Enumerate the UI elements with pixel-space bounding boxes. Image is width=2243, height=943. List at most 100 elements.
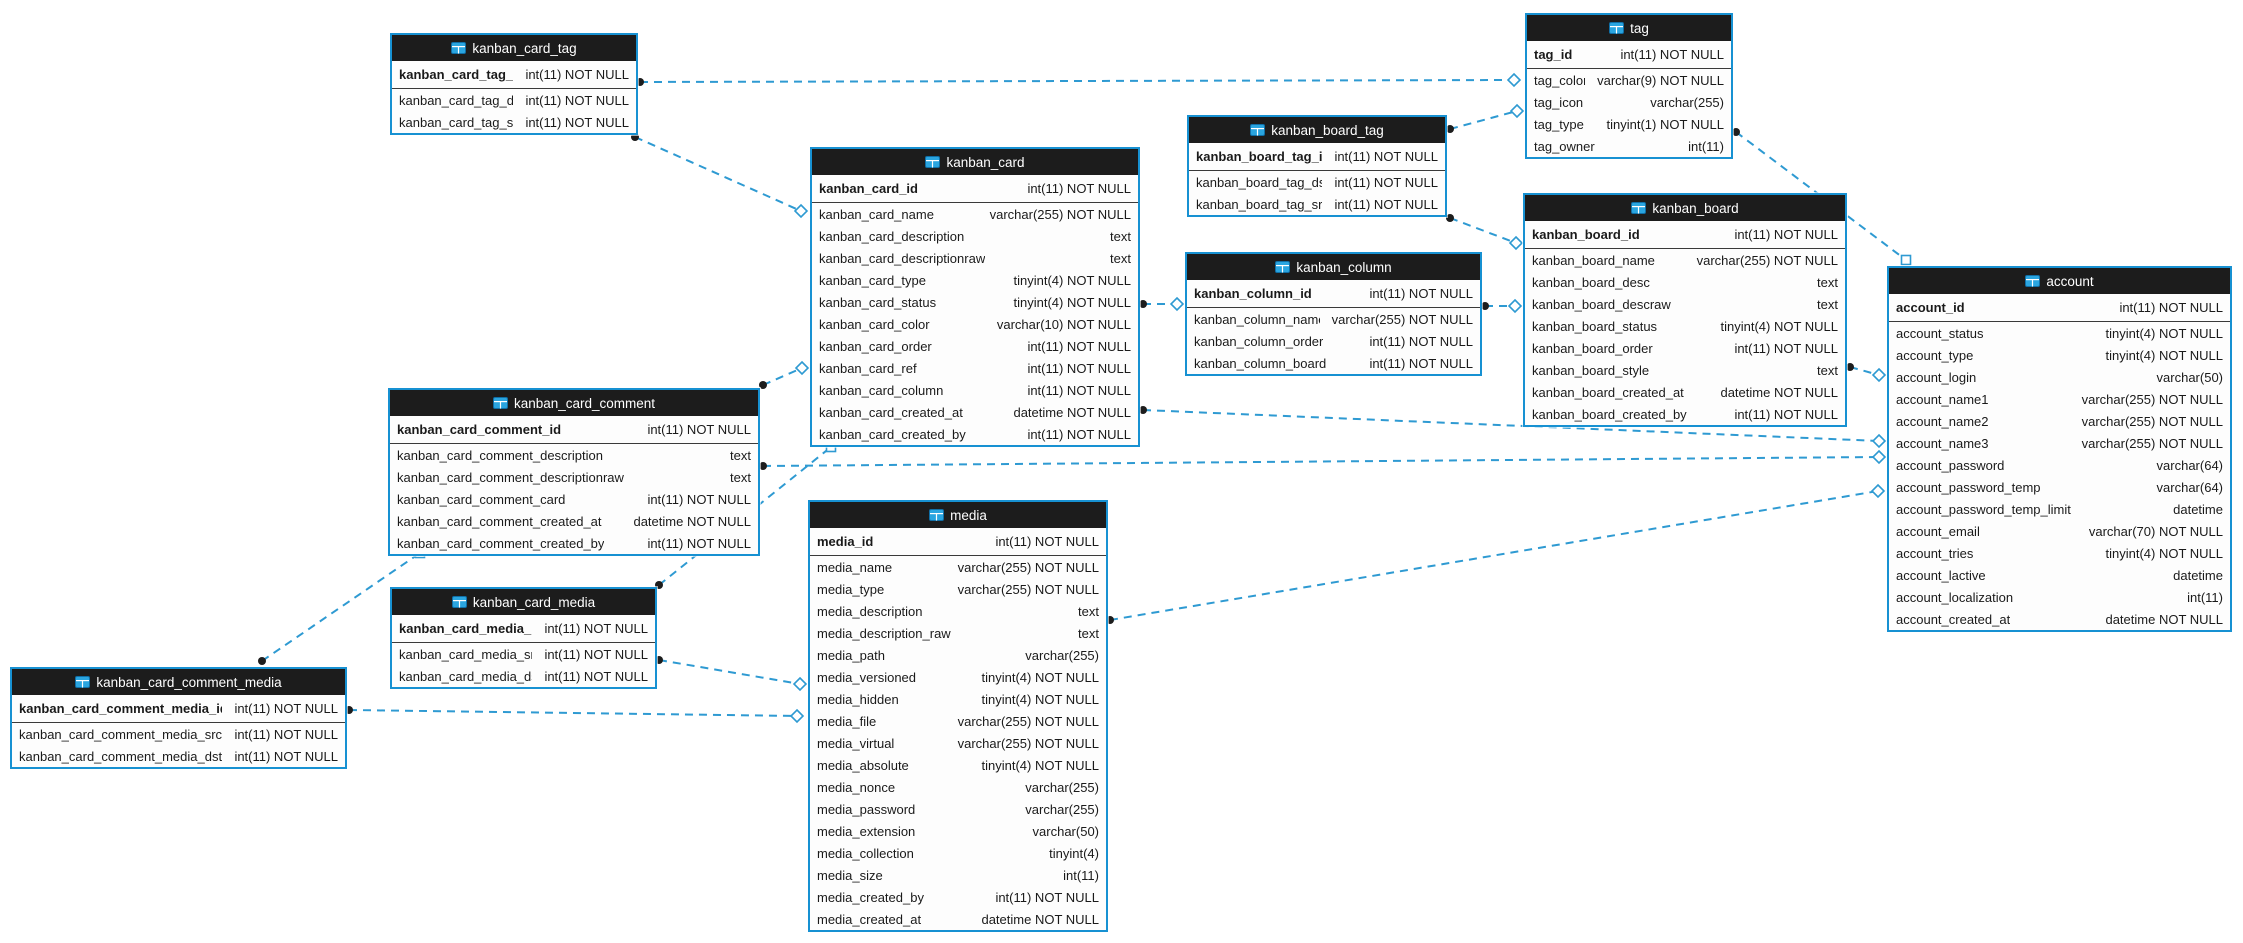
table-header[interactable]: kanban_board_tag: [1189, 117, 1445, 143]
column-row[interactable]: account_name2 varchar(255) NOT NULL: [1889, 410, 2230, 432]
column-row[interactable]: kanban_card_created_by int(11) NOT NULL: [812, 423, 1138, 445]
column-row[interactable]: account_lactive datetime: [1889, 564, 2230, 586]
column-row[interactable]: kanban_card_comment_media_dst int(11) NO…: [12, 745, 345, 767]
column-row-pk[interactable]: account_id int(11) NOT NULL: [1889, 294, 2230, 322]
column-row[interactable]: media_created_by int(11) NOT NULL: [810, 886, 1106, 908]
column-row[interactable]: tag_icon varchar(255): [1527, 91, 1731, 113]
relation-kanban_card-kanban_column[interactable]: [1139, 296, 1185, 312]
column-row[interactable]: kanban_card_comment_description text: [390, 444, 758, 466]
column-row-pk[interactable]: kanban_card_comment_id int(11) NOT NULL: [390, 416, 758, 444]
column-row[interactable]: kanban_card_column int(11) NOT NULL: [812, 379, 1138, 401]
column-row-pk[interactable]: kanban_column_id int(11) NOT NULL: [1187, 280, 1480, 308]
column-row-pk[interactable]: kanban_board_tag_id int(11) NOT NULL: [1189, 143, 1445, 171]
column-row-pk[interactable]: kanban_card_media_id int(11) NOT NULL: [392, 615, 655, 643]
table-kanban_board[interactable]: kanban_board kanban_board_id int(11) NOT…: [1523, 193, 1847, 427]
table-kanban_card_media[interactable]: kanban_card_media kanban_card_media_id i…: [390, 587, 657, 689]
column-row[interactable]: media_nonce varchar(255): [810, 776, 1106, 798]
table-tag[interactable]: tag tag_id int(11) NOT NULL tag_color va…: [1525, 13, 1733, 159]
column-row-pk[interactable]: kanban_board_id int(11) NOT NULL: [1525, 221, 1845, 249]
column-row-pk[interactable]: media_id int(11) NOT NULL: [810, 528, 1106, 556]
column-row[interactable]: kanban_card_tag_src int(11) NOT NULL: [392, 111, 636, 133]
column-row[interactable]: kanban_card_comment_created_by int(11) N…: [390, 532, 758, 554]
column-row[interactable]: media_description_raw text: [810, 622, 1106, 644]
table-header[interactable]: media: [810, 502, 1106, 528]
column-row[interactable]: account_email varchar(70) NOT NULL: [1889, 520, 2230, 542]
column-row[interactable]: kanban_card_comment_card int(11) NOT NUL…: [390, 488, 758, 510]
table-header[interactable]: kanban_card_comment: [390, 390, 758, 416]
column-row[interactable]: kanban_card_comment_descriptionraw text: [390, 466, 758, 488]
column-row[interactable]: kanban_card_ref int(11) NOT NULL: [812, 357, 1138, 379]
column-row[interactable]: media_description text: [810, 600, 1106, 622]
relation-kanban_card_comment-kanban_card[interactable]: [759, 360, 810, 389]
column-row[interactable]: media_created_at datetime NOT NULL: [810, 908, 1106, 930]
column-row[interactable]: media_size int(11): [810, 864, 1106, 886]
table-header[interactable]: account: [1889, 268, 2230, 294]
table-header[interactable]: kanban_column: [1187, 254, 1480, 280]
column-row[interactable]: media_extension varchar(50): [810, 820, 1106, 842]
column-row[interactable]: kanban_board_created_at datetime NOT NUL…: [1525, 381, 1845, 403]
table-header[interactable]: kanban_card_tag: [392, 35, 636, 61]
column-row[interactable]: kanban_card_created_at datetime NOT NULL: [812, 401, 1138, 423]
column-row[interactable]: kanban_board_name varchar(255) NOT NULL: [1525, 249, 1845, 271]
column-row[interactable]: media_hidden tinyint(4) NOT NULL: [810, 688, 1106, 710]
column-row[interactable]: account_password_temp_limit datetime: [1889, 498, 2230, 520]
column-row[interactable]: kanban_card_color varchar(10) NOT NULL: [812, 313, 1138, 335]
column-row[interactable]: kanban_board_status tinyint(4) NOT NULL: [1525, 315, 1845, 337]
column-row[interactable]: kanban_board_tag_src int(11) NOT NULL: [1189, 193, 1445, 215]
relation-kanban_card_comment-account[interactable]: [759, 449, 1887, 470]
column-row[interactable]: account_name3 varchar(255) NOT NULL: [1889, 432, 2230, 454]
column-row[interactable]: tag_color varchar(9) NOT NULL: [1527, 69, 1731, 91]
relation-kanban_board_tag-kanban_board[interactable]: [1446, 214, 1524, 251]
column-row[interactable]: kanban_board_style text: [1525, 359, 1845, 381]
column-row[interactable]: media_collection tinyint(4): [810, 842, 1106, 864]
column-row[interactable]: kanban_board_descraw text: [1525, 293, 1845, 315]
column-row-pk[interactable]: tag_id int(11) NOT NULL: [1527, 41, 1731, 69]
column-row[interactable]: media_virtual varchar(255) NOT NULL: [810, 732, 1106, 754]
column-row[interactable]: kanban_card_name varchar(255) NOT NULL: [812, 203, 1138, 225]
relation-kanban_card_tag-kanban_card[interactable]: [631, 133, 809, 219]
column-row[interactable]: account_login varchar(50): [1889, 366, 2230, 388]
column-row[interactable]: media_path varchar(255): [810, 644, 1106, 666]
table-header[interactable]: kanban_card: [812, 149, 1138, 175]
column-row[interactable]: kanban_card_tag_dst int(11) NOT NULL: [392, 89, 636, 111]
column-row[interactable]: kanban_card_type tinyint(4) NOT NULL: [812, 269, 1138, 291]
relation-kanban_column-kanban_board[interactable]: [1481, 298, 1523, 314]
column-row[interactable]: kanban_column_name varchar(255) NOT NULL: [1187, 308, 1480, 330]
table-header[interactable]: tag: [1527, 15, 1731, 41]
column-row[interactable]: account_created_at datetime NOT NULL: [1889, 608, 2230, 630]
table-kanban_card_tag[interactable]: kanban_card_tag kanban_card_tag_id int(1…: [390, 33, 638, 135]
column-row[interactable]: kanban_column_order int(11) NOT NULL: [1187, 330, 1480, 352]
column-row[interactable]: media_file varchar(255) NOT NULL: [810, 710, 1106, 732]
column-row-pk[interactable]: kanban_card_comment_media_id int(11) NOT…: [12, 695, 345, 723]
relation-kanban_card_comment_media-media[interactable]: [345, 706, 805, 724]
relation-kanban_card_tag-tag[interactable]: [636, 72, 1522, 88]
column-row[interactable]: kanban_board_created_by int(11) NOT NULL: [1525, 403, 1845, 425]
column-row[interactable]: account_password varchar(64): [1889, 454, 2230, 476]
table-kanban_board_tag[interactable]: kanban_board_tag kanban_board_tag_id int…: [1187, 115, 1447, 217]
column-row-pk[interactable]: kanban_card_id int(11) NOT NULL: [812, 175, 1138, 203]
column-row[interactable]: kanban_card_descriptionraw text: [812, 247, 1138, 269]
column-row[interactable]: account_status tinyint(4) NOT NULL: [1889, 322, 2230, 344]
column-row[interactable]: account_type tinyint(4) NOT NULL: [1889, 344, 2230, 366]
column-row[interactable]: media_password varchar(255): [810, 798, 1106, 820]
column-row[interactable]: kanban_column_board int(11) NOT NULL: [1187, 352, 1480, 374]
relation-kanban_board-account[interactable]: [1846, 363, 1887, 383]
table-media[interactable]: media media_id int(11) NOT NULL media_na…: [808, 500, 1108, 932]
column-row[interactable]: account_tries tinyint(4) NOT NULL: [1889, 542, 2230, 564]
column-row[interactable]: kanban_card_media_dst int(11) NOT NULL: [392, 665, 655, 687]
column-row[interactable]: kanban_card_status tinyint(4) NOT NULL: [812, 291, 1138, 313]
column-row[interactable]: kanban_card_comment_created_at datetime …: [390, 510, 758, 532]
column-row[interactable]: account_password_temp varchar(64): [1889, 476, 2230, 498]
column-row[interactable]: media_absolute tinyint(4) NOT NULL: [810, 754, 1106, 776]
column-row[interactable]: media_type varchar(255) NOT NULL: [810, 578, 1106, 600]
column-row[interactable]: kanban_board_tag_dst int(11) NOT NULL: [1189, 171, 1445, 193]
table-header[interactable]: kanban_card_media: [392, 589, 655, 615]
column-row[interactable]: media_name varchar(255) NOT NULL: [810, 556, 1106, 578]
column-row[interactable]: account_localization int(11): [1889, 586, 2230, 608]
table-header[interactable]: kanban_card_comment_media: [12, 669, 345, 695]
table-account[interactable]: account account_id int(11) NOT NULL acco…: [1887, 266, 2232, 632]
column-row[interactable]: kanban_card_media_src int(11) NOT NULL: [392, 643, 655, 665]
relation-media-account[interactable]: [1106, 483, 1886, 624]
column-row[interactable]: kanban_card_order int(11) NOT NULL: [812, 335, 1138, 357]
column-row-pk[interactable]: kanban_card_tag_id int(11) NOT NULL: [392, 61, 636, 89]
